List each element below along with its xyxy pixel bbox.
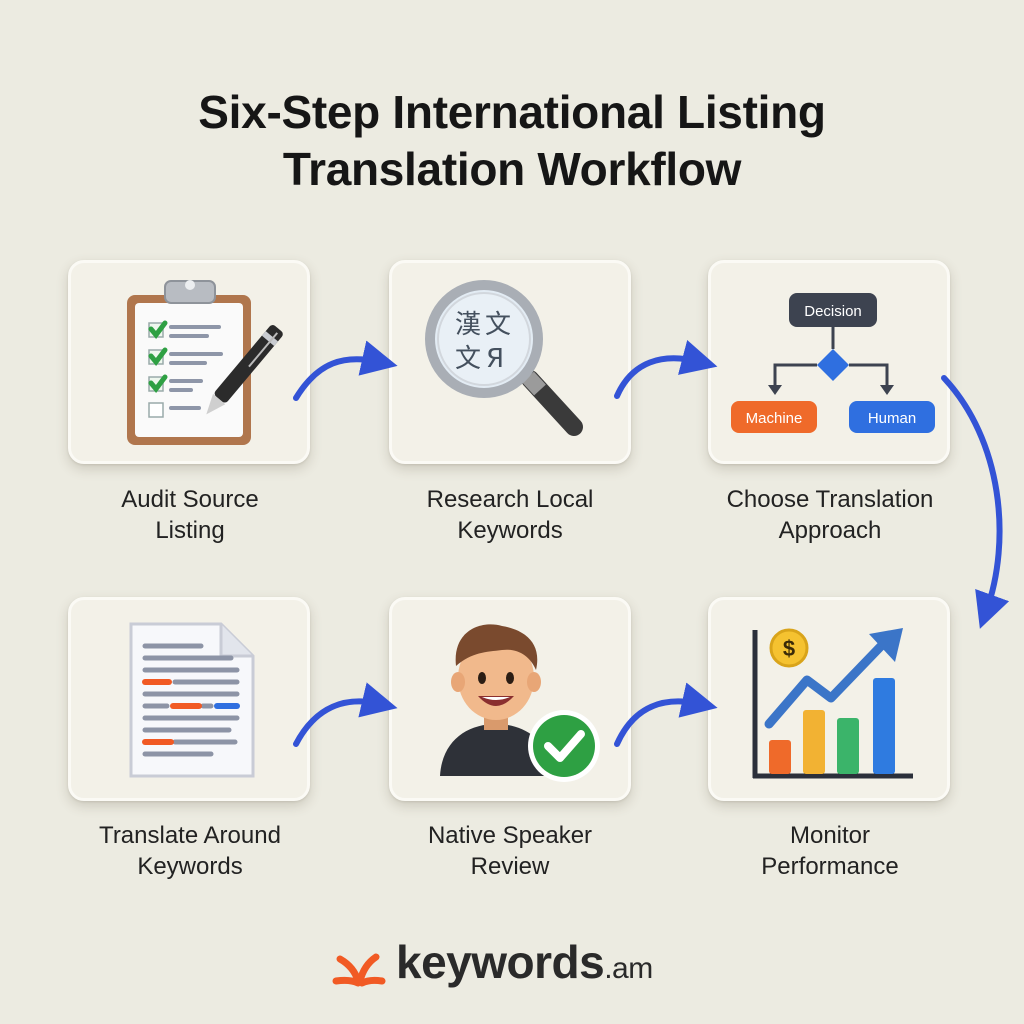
human-node: Human <box>868 410 916 427</box>
arrow-step2-to-step3 <box>614 340 718 399</box>
arrow-step3-to-step6 <box>941 375 1010 629</box>
clipboard-checklist-icon <box>127 280 283 445</box>
step-card-choose: Decision Machine Human <box>708 260 950 464</box>
arrow-step1-to-step2 <box>293 340 398 401</box>
step-label-audit: Audit Source Listing <box>121 486 259 545</box>
dollar-coin-icon: $ <box>783 636 795 661</box>
glyph-4: Я <box>486 344 504 374</box>
step-label-review: Native Speaker Review <box>427 822 593 881</box>
glyph-2: 文 <box>485 310 511 340</box>
step-card-translate <box>68 597 310 801</box>
growth-chart-icon: $ <box>752 628 913 779</box>
logo-mark-icon <box>332 953 386 987</box>
arrow-step4-to-step5 <box>293 682 398 747</box>
decision-node: Decision <box>804 303 862 320</box>
machine-node: Machine <box>746 410 803 427</box>
arrow-step5-to-step6 <box>614 682 718 747</box>
step-label-choose: Choose Translation Approach <box>726 486 934 545</box>
step-card-monitor: $ <box>708 597 950 801</box>
glyph-1: 漢 <box>455 310 481 340</box>
reviewer-check-icon <box>440 624 600 782</box>
title-line-1: Six-Step International Listing <box>198 86 826 138</box>
page-title: Six-Step International Listing Translati… <box>62 84 962 198</box>
magnifier-language-icon: 漢 文 文 Я <box>425 280 583 436</box>
step-card-research: 漢 文 文 Я <box>389 260 631 464</box>
glyph-3: 文 <box>455 344 481 374</box>
step-label-translate: Translate Around Keywords <box>99 822 281 881</box>
step-card-review <box>389 597 631 801</box>
step-label-monitor: Monitor Performance <box>761 822 899 881</box>
highlighted-document-icon <box>129 622 255 778</box>
decision-flowchart-icon: Decision Machine Human <box>731 293 935 433</box>
logo-wordmark: keywords.am <box>396 936 653 988</box>
step-card-audit <box>68 260 310 464</box>
title-line-2: Translation Workflow <box>282 143 742 196</box>
brand-logo: keywords.am <box>330 935 710 995</box>
step-label-research: Research Local Keywords <box>426 486 594 545</box>
